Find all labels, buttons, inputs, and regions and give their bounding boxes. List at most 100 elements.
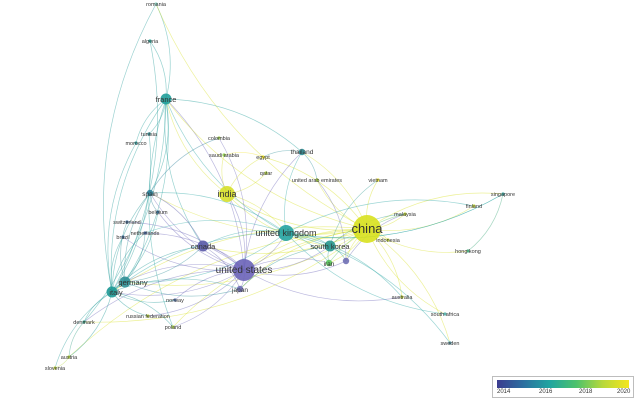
edge-france-china [165, 98, 368, 230]
label-australia: australia [392, 295, 414, 301]
edge-colombia-spain [149, 137, 220, 194]
edge-united-kingdom-netherlands [144, 220, 287, 234]
network-nodes[interactable] [53, 2, 505, 370]
edge-france-canada [164, 98, 204, 247]
label-poland: poland [165, 325, 182, 331]
edge-tunisia-italy [111, 133, 152, 293]
node-iran[interactable] [325, 259, 333, 267]
label-tunisia: tunisia [141, 132, 158, 138]
edge-united-kingdom-australia [285, 232, 403, 298]
node-pakistan[interactable] [342, 257, 350, 265]
edge-united-kingdom-italy [111, 232, 287, 293]
label-hong-kong: hong kong [455, 249, 481, 255]
node-tunisia[interactable] [147, 132, 151, 136]
node-vietnam[interactable] [376, 178, 380, 182]
legend-gradient-bar [497, 380, 629, 388]
edge-china-singapore [366, 192, 504, 230]
edge-algeria-france [149, 40, 167, 100]
node-romania[interactable] [154, 2, 158, 6]
edge-italy-denmark [83, 291, 113, 323]
node-united-states[interactable] [233, 259, 255, 281]
label-iran: iran [324, 261, 335, 268]
node-morocco[interactable] [134, 141, 138, 145]
node-russian-federation[interactable] [146, 314, 150, 318]
label-russian-federation: russian federation [126, 314, 170, 320]
edge-france-denmark [83, 98, 167, 323]
node-south-korea[interactable] [324, 240, 336, 252]
label-spain: spain [142, 191, 158, 198]
label-india: india [217, 189, 236, 199]
edge-united-states-germany [124, 264, 245, 283]
edge-china-italy [111, 226, 368, 293]
edge-morocco-italy [107, 142, 137, 293]
label-united-kingdom: united kingdom [255, 228, 316, 238]
label-denmark: denmark [73, 320, 95, 326]
node-denmark[interactable] [82, 320, 86, 324]
node-united-kingdom[interactable] [278, 225, 294, 241]
edge-united-states-italy [111, 269, 245, 296]
label-south-korea: south korea [310, 242, 350, 251]
node-norway[interactable] [173, 298, 177, 302]
edge-china-canada [202, 228, 368, 254]
node-qatar[interactable] [264, 171, 268, 175]
label-qatar: qatar [260, 171, 273, 177]
node-switzerland[interactable] [125, 220, 129, 224]
node-brazil[interactable] [121, 235, 125, 239]
label-united-arab-emirates: united arab emirates [292, 178, 342, 184]
node-malaysia[interactable] [403, 212, 407, 216]
node-china[interactable] [353, 215, 381, 243]
node-germany[interactable] [119, 276, 131, 288]
edge-france-united-kingdom [165, 98, 287, 234]
edge-romania-china [155, 3, 368, 230]
node-hong-kong[interactable] [466, 249, 470, 253]
node-slovenia[interactable] [53, 366, 57, 370]
node-poland[interactable] [171, 325, 175, 329]
edge-egypt-saudi-arabia [223, 152, 264, 158]
label-austria: austria [61, 355, 78, 361]
edge-canada-spain [149, 192, 204, 247]
node-algeria[interactable] [148, 39, 152, 43]
edge-hong-kong-singapore [467, 193, 504, 252]
edge-france-germany [124, 98, 169, 283]
node-spain[interactable] [146, 189, 154, 197]
label-singapore: singapore [491, 192, 515, 198]
edge-romania-italy [103, 3, 157, 293]
node-thailand[interactable] [298, 148, 306, 156]
node-saudi-arabia[interactable] [222, 153, 226, 157]
edge-france-india [165, 98, 228, 195]
label-switzerland: switzerland [113, 220, 141, 226]
label-japan: japan [231, 287, 248, 294]
node-france[interactable] [160, 93, 172, 105]
label-brazil: brazil [116, 235, 129, 241]
label-netherlands: netherlands [131, 231, 160, 237]
node-belgium[interactable] [156, 210, 160, 214]
edge-united-kingdom-canada [202, 230, 287, 247]
node-australia[interactable] [400, 295, 404, 299]
edge-india-china [226, 193, 368, 231]
node-egypt[interactable] [261, 155, 265, 159]
edge-united-states-thailand [243, 151, 303, 271]
node-india[interactable] [219, 186, 235, 202]
node-austria[interactable] [67, 355, 71, 359]
node-sweden[interactable] [448, 341, 452, 345]
node-japan[interactable] [236, 285, 244, 293]
edge-italy-slovenia [54, 291, 113, 369]
node-singapore[interactable] [501, 192, 505, 196]
node-colombia[interactable] [217, 136, 221, 140]
node-finland[interactable] [472, 204, 476, 208]
node-netherlands[interactable] [143, 231, 147, 235]
edge-united-states-spain [149, 192, 245, 271]
label-colombia: colombia [208, 136, 231, 142]
edge-china-austria [68, 228, 368, 358]
node-united-arab-emirates[interactable] [315, 178, 319, 182]
node-indonesia[interactable] [386, 238, 390, 242]
edge-south-korea-japan [239, 245, 331, 290]
label-indonesia: indonesia [376, 238, 400, 244]
label-canada: canada [191, 242, 216, 251]
edge-poland-italy [111, 291, 174, 328]
node-canada[interactable] [197, 240, 209, 252]
node-italy[interactable] [106, 286, 118, 298]
network-edges [54, 3, 504, 369]
node-south-africa[interactable] [443, 312, 447, 316]
